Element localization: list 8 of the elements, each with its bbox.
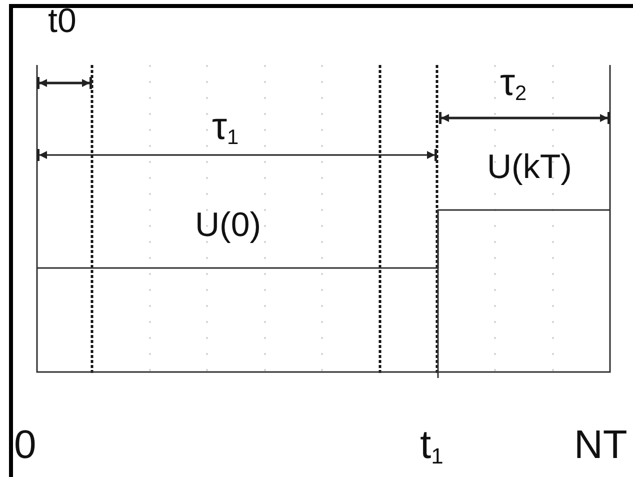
- level-label: U(kT): [487, 150, 572, 184]
- duration-label: t0: [48, 4, 76, 38]
- duration-label: τ$_{1}$: [212, 108, 239, 150]
- level-label: U(0): [195, 208, 262, 242]
- axis-label: NT: [574, 425, 628, 465]
- duration-label: τ$_{2}$: [500, 64, 527, 106]
- axis-label: t$_{1}$: [420, 425, 444, 468]
- axis-label: 0: [14, 425, 36, 465]
